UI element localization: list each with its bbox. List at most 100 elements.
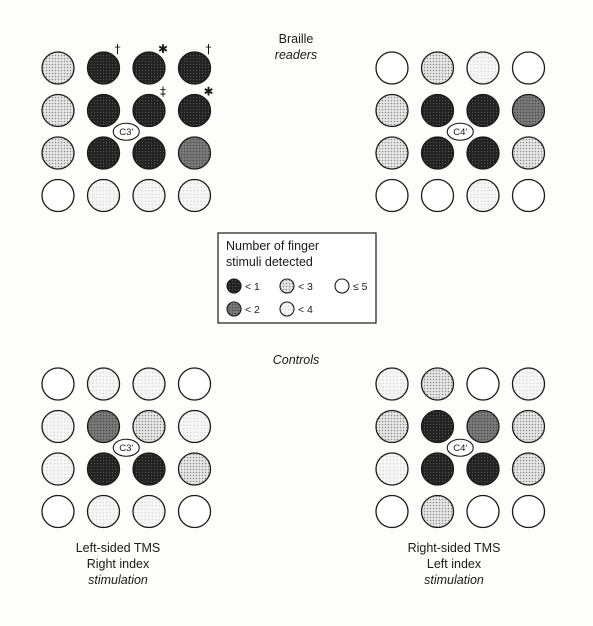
- electrode-braille-left-r2c0: [41, 136, 75, 170]
- significance-marker: ✱: [158, 42, 168, 56]
- electrode-braille-right-r1c2: [466, 93, 500, 128]
- legend-title-line1: Number of finger: [226, 239, 319, 253]
- electrode-braille-left-r1c1: [86, 93, 121, 128]
- center-label-oval: [112, 122, 140, 141]
- electrode-braille-right-r2c0: [375, 136, 409, 170]
- electrode-braille-right-r3c0: [375, 178, 409, 213]
- legend-item-label: < 1: [245, 281, 260, 293]
- legend-swatch: [226, 301, 242, 317]
- electrode-controls-right-r0c1: [420, 367, 455, 401]
- center-electrode-label: C3': [119, 443, 133, 454]
- grid-braille-left: C3'†✱†‡✱: [41, 42, 214, 213]
- electrode-controls-left-r3c1: [86, 494, 121, 529]
- electrode-braille-left-r2c2: [132, 136, 166, 170]
- electrode-controls-left-r2c3: [177, 452, 212, 486]
- electrode-braille-left-r3c0: [41, 178, 75, 213]
- legend-item-level-1: < 1: [226, 278, 260, 294]
- electrode-controls-left-r0c2: [132, 367, 166, 401]
- electrode-braille-left-r3c3: [177, 178, 212, 213]
- caption-right-line2: Left index: [427, 557, 482, 571]
- grid-controls-left: C3': [41, 367, 212, 529]
- caption-right: Right-sided TMS Left index stimulation: [408, 541, 501, 587]
- center-electrode-label: C4': [453, 127, 467, 138]
- electrode-controls-right-r1c2: [466, 409, 500, 444]
- electrode-braille-left-r0c0: [41, 51, 75, 85]
- electrode-braille-left-r0c3: [177, 51, 212, 85]
- electrode-braille-right-r1c1: [420, 93, 455, 128]
- electrode-controls-right-r0c3: [511, 367, 546, 401]
- electrode-braille-left-r0c2: [132, 51, 166, 85]
- grid-braille-right: C4': [375, 51, 546, 213]
- significance-marker: ✱: [203, 85, 213, 99]
- electrode-braille-right-r0c3: [511, 51, 546, 85]
- electrode-controls-right-r3c0: [375, 494, 409, 529]
- caption-right-line3: stimulation: [424, 573, 484, 587]
- electrode-braille-left-r1c2: [132, 93, 166, 128]
- legend: Number of finger stimuli detected < 1 < 3…: [217, 232, 377, 324]
- electrode-controls-right-r1c0: [375, 409, 409, 444]
- electrode-controls-right-r3c1: [420, 494, 455, 529]
- legend-swatch: [279, 278, 295, 294]
- legend-item-label: < 3: [298, 281, 313, 293]
- electrode-braille-left-r1c3: [177, 93, 212, 128]
- legend-title-line2: stimuli detected: [226, 255, 313, 269]
- center-label-oval: [446, 438, 474, 457]
- electrode-braille-left-r3c1: [86, 178, 121, 213]
- electrode-controls-left-r1c2: [132, 409, 166, 444]
- caption-left-line2: Right index: [87, 557, 150, 571]
- legend-item-label: ≤ 5: [353, 281, 368, 293]
- electrode-braille-right-r0c0: [375, 51, 409, 85]
- legend-item-level-3: < 3: [279, 278, 313, 294]
- significance-marker: ‡: [160, 85, 166, 99]
- electrode-braille-right-r3c1: [420, 178, 455, 213]
- electrode-controls-right-r2c0: [375, 452, 409, 486]
- center-label-oval: [446, 122, 474, 141]
- electrode-controls-left-r3c0: [41, 494, 75, 529]
- electrode-controls-left-r0c0: [41, 367, 75, 401]
- electrode-controls-left-r2c1: [86, 452, 121, 486]
- center-electrode-label: C4': [453, 443, 467, 454]
- significance-marker: †: [206, 42, 212, 56]
- legend-swatch: [279, 301, 295, 317]
- braille-label-line2: readers: [275, 48, 317, 62]
- electrode-controls-right-r2c3: [511, 452, 546, 486]
- legend-box: [217, 232, 377, 324]
- electrode-braille-right-r2c3: [511, 136, 546, 170]
- legend-swatch: [334, 278, 350, 294]
- significance-marker: †: [115, 42, 121, 56]
- electrode-controls-left-r0c3: [177, 367, 212, 401]
- legend-items: < 1 < 3 ≤ 5 < 2 < 4: [226, 278, 368, 317]
- braille-label-line1: Braille: [279, 32, 314, 46]
- electrode-controls-right-r1c1: [420, 409, 455, 444]
- caption-left-line1: Left-sided TMS: [76, 541, 161, 555]
- electrode-braille-left-r2c1: [86, 136, 121, 170]
- braille-readers-label: Braille readers: [275, 32, 317, 62]
- electrode-grids: C3'†✱†‡✱C4'C3'C4': [41, 42, 546, 529]
- electrode-controls-right-r2c1: [420, 452, 455, 486]
- electrode-braille-right-r1c0: [375, 93, 409, 128]
- electrode-controls-right-r3c2: [466, 494, 500, 529]
- electrode-controls-left-r0c1: [86, 367, 121, 401]
- electrode-controls-left-r1c3: [177, 409, 212, 444]
- legend-item-label: < 4: [298, 304, 313, 316]
- electrode-controls-right-r2c2: [466, 452, 500, 486]
- electrode-braille-right-r2c2: [466, 136, 500, 170]
- electrode-controls-right-r0c2: [466, 367, 500, 401]
- electrode-controls-left-r1c0: [41, 409, 75, 444]
- electrode-braille-right-r0c2: [466, 51, 500, 85]
- electrode-braille-right-r1c3: [511, 93, 546, 128]
- electrode-braille-right-r2c1: [420, 136, 455, 170]
- center-label-oval: [112, 438, 140, 457]
- grid-controls-right: C4': [375, 367, 546, 529]
- legend-item-level-4: < 4: [279, 301, 313, 317]
- electrode-braille-right-r3c2: [466, 178, 500, 213]
- electrode-braille-left-r2c3: [177, 136, 212, 170]
- legend-item-label: < 2: [245, 304, 260, 316]
- electrode-controls-left-r2c2: [132, 452, 166, 486]
- electrode-controls-right-r0c0: [375, 367, 409, 401]
- caption-right-line1: Right-sided TMS: [408, 541, 501, 555]
- legend-item-level-2: < 2: [226, 301, 260, 317]
- electrode-braille-left-r1c0: [41, 93, 75, 128]
- caption-left: Left-sided TMS Right index stimulation: [76, 541, 161, 587]
